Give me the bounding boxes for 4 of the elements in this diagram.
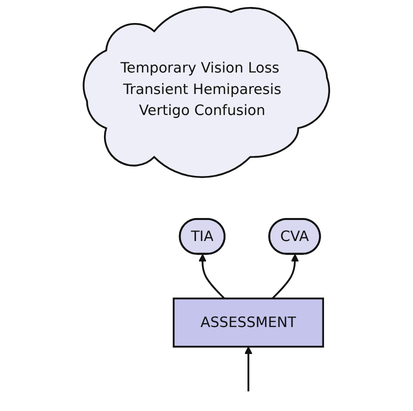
arrow — [244, 346, 252, 392]
arrow — [272, 254, 299, 300]
arrow — [198, 254, 226, 300]
node-box: ASSESSMENT — [172, 298, 324, 348]
